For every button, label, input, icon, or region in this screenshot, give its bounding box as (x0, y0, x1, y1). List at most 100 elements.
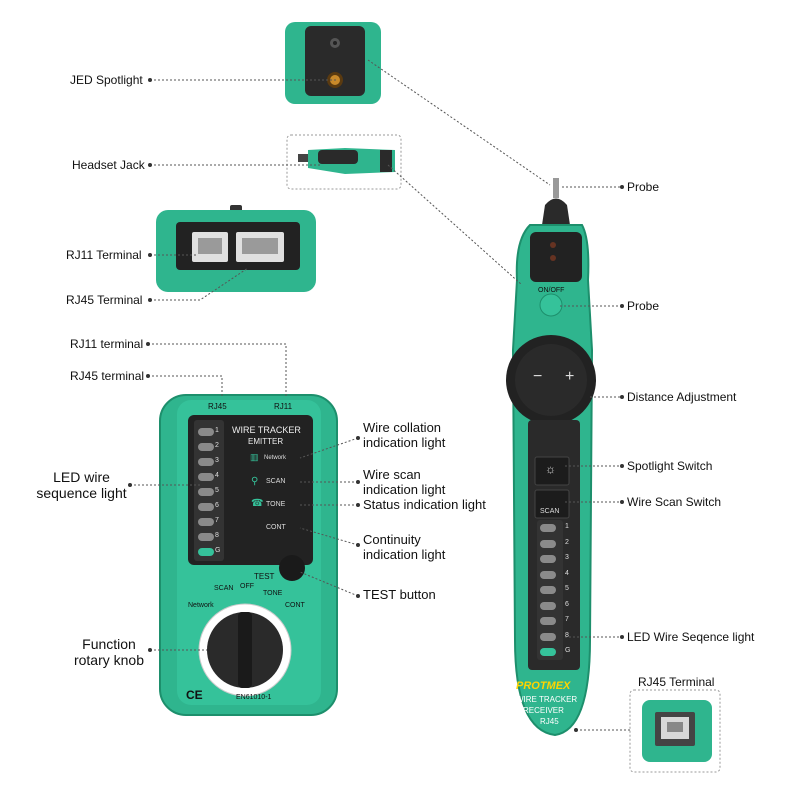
label-wire-scan-line1: Wire scan (363, 467, 421, 482)
led-number: G (215, 547, 221, 554)
led-indicator (540, 601, 556, 610)
led-indicator (198, 548, 214, 556)
label-distance-adjustment: Distance Adjustment (627, 390, 737, 404)
phone-icon: ☎ (251, 498, 264, 509)
led-number: 5 (565, 585, 569, 592)
emitter-ind-cont: CONT (266, 524, 286, 531)
sun-icon: ☼ (545, 462, 556, 476)
led-indicator (198, 458, 214, 466)
led-indicator (540, 570, 556, 579)
label-led-wire-seqence: LED Wire Seqence light (627, 630, 755, 644)
label-wire-collation-line1: Wire collation (363, 420, 442, 435)
emitter-port-rj11: RJ11 (274, 402, 293, 411)
emitter-subtitle: EMITTER (248, 437, 284, 446)
led-indicator (540, 539, 556, 548)
led-indicator (198, 488, 214, 496)
rj-ports-inset (156, 205, 316, 292)
label-status-light: Status indication light (363, 497, 486, 512)
knob-tone: TONE (263, 590, 283, 597)
led-number: 7 (215, 517, 219, 524)
receiver-name1: WIRE TRACKER (516, 695, 578, 704)
label-wire-scan: Wire scan indication light (363, 467, 445, 497)
receiver-minus: − (533, 368, 543, 385)
led-number: 8 (215, 532, 219, 539)
ce-mark: CE (186, 688, 203, 702)
label-rj45-terminal: RJ45 terminal (70, 369, 145, 383)
rj45-receiver-inset (629, 689, 721, 773)
knob-cont: CONT (285, 602, 305, 609)
label-wire-collation: Wire collation indication light (363, 420, 445, 450)
function-rotary-knob[interactable] (207, 612, 283, 688)
led-indicator (540, 632, 556, 641)
distance-adjustment-dial[interactable] (506, 335, 596, 425)
brand-logo: PROTMEX (516, 680, 571, 692)
spotlight-inset (285, 22, 381, 104)
label-rj11-terminal: RJ11 terminal (70, 337, 144, 351)
led-indicator (198, 503, 214, 511)
emitter-ind-network: Network (264, 455, 287, 461)
receiver-scan: SCAN (540, 508, 560, 515)
label-rj45-receiver: RJ45 Terminal (638, 675, 715, 689)
label-function-knob-line1: Function (82, 636, 136, 652)
led-number: 4 (565, 569, 569, 577)
label-wire-scan-switch: Wire Scan Switch (627, 495, 722, 509)
receiver-name3: RJ45 (540, 717, 559, 726)
label-headset-jack: Headset Jack (72, 158, 145, 172)
led-number: 1 (215, 427, 219, 434)
label-led-wire-sequence-line1: LED wire (53, 469, 110, 485)
label-spotlight-switch: Spotlight Switch (627, 459, 713, 473)
scan-icon: ⚲ (251, 476, 259, 487)
label-continuity-line2: indication light (363, 547, 446, 562)
test-button[interactable] (279, 555, 305, 581)
led-indicator (540, 617, 556, 625)
led-indicator (540, 648, 556, 656)
knob-scan: SCAN (214, 585, 234, 592)
label-continuity-line1: Continuity (363, 532, 421, 547)
led-indicator (198, 443, 214, 451)
emitter-ind-scan: SCAN (266, 478, 286, 485)
label-rj45-top: RJ45 Terminal (66, 293, 143, 307)
label-test-button: TEST button (363, 587, 436, 602)
led-number: 3 (215, 457, 219, 464)
led-number: 4 (215, 472, 219, 479)
led-number: 2 (565, 538, 569, 546)
label-jed-spotlight: JED Spotlight (70, 73, 143, 87)
led-indicator (540, 524, 556, 532)
label-probe-onoff: Probe (627, 299, 660, 313)
label-wire-collation-line2: indication light (363, 435, 446, 450)
led-number: 1 (565, 523, 569, 530)
led-number: 2 (215, 442, 219, 449)
label-wire-scan-line2: indication light (363, 482, 446, 497)
emitter-port-rj45: RJ45 (208, 402, 227, 411)
led-number: G (565, 647, 571, 654)
receiver-onoff: ON/OFF (538, 287, 565, 294)
label-probe-top: Probe (627, 180, 660, 194)
led-indicator (198, 518, 214, 526)
led-number: 8 (565, 631, 569, 639)
receiver-plus: + (565, 368, 575, 385)
label-continuity: Continuity indication light (363, 532, 445, 562)
headset-jack-inset (286, 134, 402, 190)
network-icon: ▥ (250, 452, 259, 462)
label-function-knob-line2: rotary knob (73, 652, 145, 668)
knob-off: OFF (240, 583, 254, 590)
label-led-wire-sequence: LED wire sequence light (34, 469, 129, 501)
led-indicator (198, 473, 214, 481)
label-led-wire-sequence-line2: sequence light (36, 485, 127, 501)
label-function-knob: Function rotary knob (64, 636, 154, 668)
led-indicator (198, 533, 214, 541)
onoff-button[interactable] (540, 294, 562, 316)
emitter-ind-tone: TONE (266, 501, 286, 508)
emitter-standard: EN61010-1 (236, 694, 272, 701)
knob-network: Network (188, 602, 214, 609)
led-indicator (540, 555, 556, 563)
emitter-test-label: TEST (254, 572, 275, 581)
led-number: 5 (215, 487, 219, 494)
led-number: 7 (565, 616, 569, 623)
led-number: 6 (565, 600, 569, 608)
led-number: 3 (565, 554, 569, 561)
led-number: 6 (215, 502, 219, 509)
led-indicator (540, 586, 556, 594)
receiver-name2: RECEIVER (523, 706, 564, 715)
emitter-title: WIRE TRACKER (232, 425, 301, 435)
